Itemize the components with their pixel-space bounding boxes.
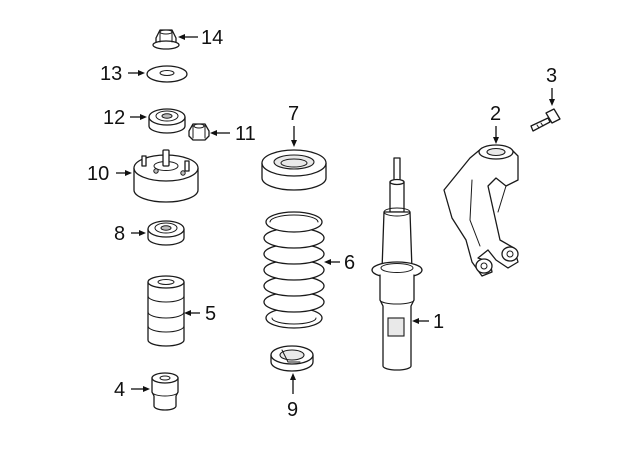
part-7-upper-insulator [261,149,327,191]
part-12-bearing [148,108,186,134]
part-14-nut [152,29,180,50]
callout-1: 1 [412,311,444,333]
callout-label-3: 3 [546,65,557,87]
part-11-nut [188,123,210,141]
callout-label-1: 1 [433,311,444,333]
callout-9: 9 [287,373,298,421]
part-1-strut [371,157,423,371]
callout-label-5: 5 [205,303,216,325]
callout-label-10: 10 [87,163,109,185]
callout-3: 3 [546,65,557,106]
callout-7: 7 [288,103,299,147]
callout-8: 8 [114,223,146,245]
part-9-lower-insulator [270,345,314,372]
callout-label-8: 8 [114,223,125,245]
callout-label-7: 7 [288,103,299,125]
part-3-bolt [530,108,561,132]
callout-label-12: 12 [103,107,125,129]
part-10-strut-mount [133,149,199,203]
callout-label-13: 13 [100,63,122,85]
part-5-dust-boot [147,275,185,347]
part-13-washer [146,65,188,83]
callout-13: 13 [100,63,145,85]
callout-label-14: 14 [201,27,223,49]
callout-label-11: 11 [235,123,256,145]
part-4-bump-stop [151,372,179,411]
callout-label-9: 9 [287,399,298,421]
callout-11: 11 [210,123,256,145]
callout-label-4: 4 [114,379,125,401]
callout-10: 10 [87,163,132,185]
callout-12: 12 [103,107,147,129]
callout-14: 14 [178,27,223,49]
callout-label-6: 6 [344,252,355,274]
callout-6: 6 [324,252,355,274]
callout-5: 5 [184,303,216,325]
callout-2: 2 [490,103,501,144]
part-8-spring-seat [147,220,185,246]
callout-label-2: 2 [490,103,501,125]
part-2-knuckle [443,144,519,277]
part-6-coil-spring [263,211,325,329]
callout-4: 4 [114,379,150,401]
